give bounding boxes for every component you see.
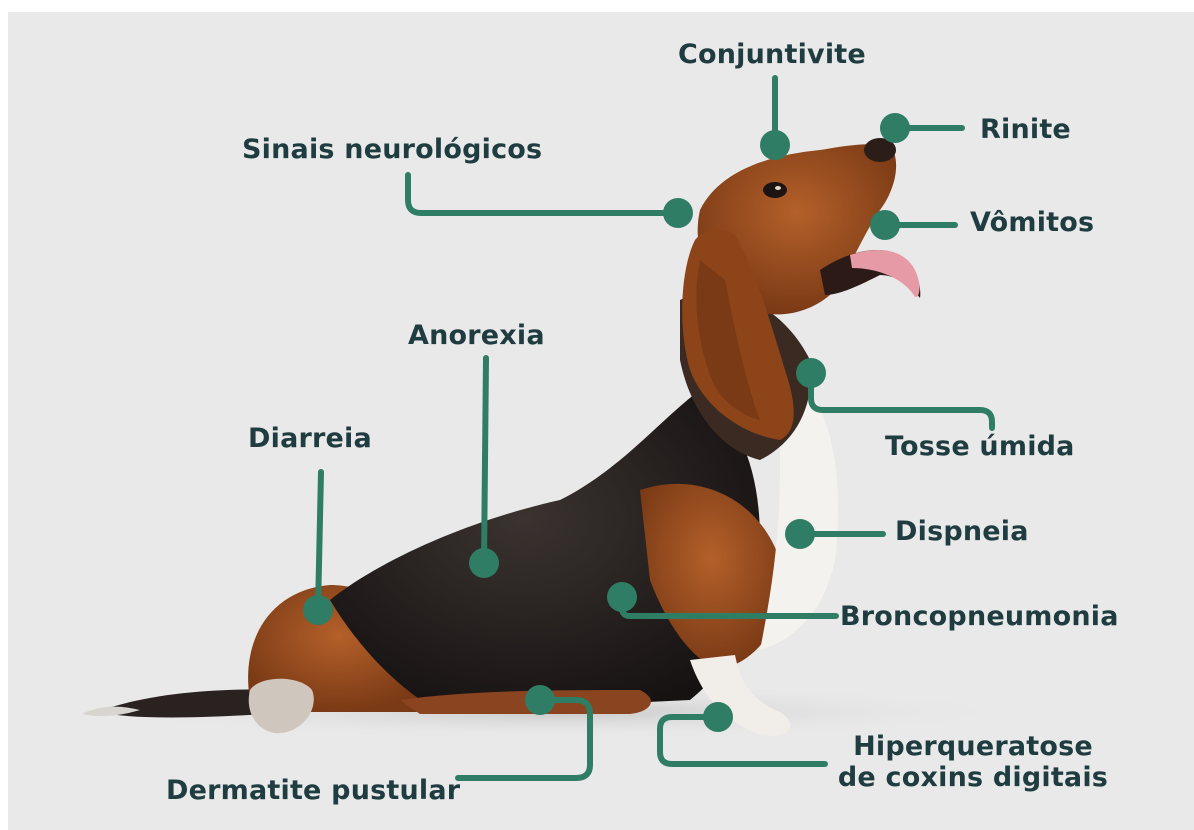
label-rinite: Rinite — [980, 114, 1071, 145]
dot-anorexia — [469, 548, 499, 578]
dot-dispneia — [785, 519, 815, 549]
label-hiperqueratose: Hiperqueratose de coxins digitais — [823, 731, 1123, 793]
connector-diarreia — [318, 472, 321, 610]
dot-vomitos — [870, 210, 900, 240]
dot-dermatite-pustular — [525, 685, 555, 715]
label-diarreia: Diarreia — [248, 423, 372, 454]
label-sinais-neurologicos: Sinais neurológicos — [242, 134, 542, 165]
label-conjuntivite: Conjuntivite — [678, 39, 866, 70]
label-anorexia: Anorexia — [408, 320, 545, 351]
label-dermatite-pustular: Dermatite pustular — [166, 775, 460, 806]
connector-anorexia — [484, 358, 486, 563]
label-vomitos: Vômitos — [970, 207, 1094, 238]
dot-conjuntivite — [760, 130, 790, 160]
connector-sinais-neurologicos — [408, 175, 678, 213]
label-tosse-umida: Tosse úmida — [885, 431, 1075, 462]
dot-tosse-umida — [796, 358, 826, 388]
label-dispneia: Dispneia — [895, 516, 1029, 547]
dot-diarreia — [303, 595, 333, 625]
label-hiperqueratose-line1: Hiperqueratose — [823, 731, 1123, 762]
dot-sinais-neurologicos — [663, 198, 693, 228]
connector-tosse-umida — [811, 373, 992, 428]
dot-broncopneumonia — [607, 582, 637, 612]
dot-rinite — [880, 113, 910, 143]
label-hiperqueratose-line2: de coxins digitais — [823, 762, 1123, 793]
dot-hiperqueratose — [703, 702, 733, 732]
label-broncopneumonia: Broncopneumonia — [840, 601, 1119, 632]
